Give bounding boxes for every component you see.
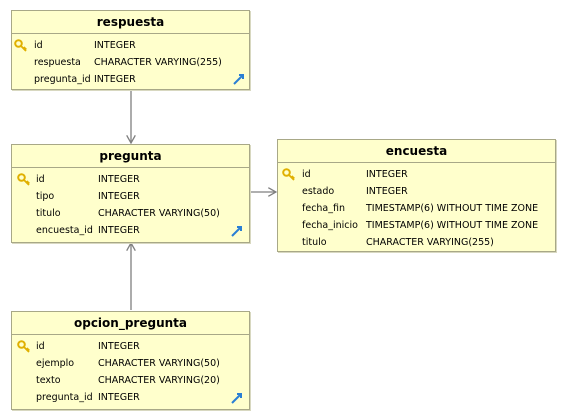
column-row-id[interactable]: id INTEGER	[278, 166, 555, 183]
column-name: id	[36, 341, 45, 352]
table-title: pregunta	[12, 145, 249, 168]
column-type: INTEGER	[98, 341, 140, 352]
column-row-titulo[interactable]: titulo CHARACTER VARYING(255)	[278, 234, 555, 251]
column-type: INTEGER	[366, 169, 408, 180]
column-type: INTEGER	[98, 392, 140, 403]
column-type: TIMESTAMP(6) WITHOUT TIME ZONE	[366, 220, 539, 231]
column-row-tipo[interactable]: tipo INTEGER	[12, 188, 249, 205]
table-opcion-pregunta[interactable]: opcion_pregunta id INTEGER ejemplo CHARA…	[11, 311, 250, 410]
column-row-fecha-fin[interactable]: fecha_fin TIMESTAMP(6) WITHOUT TIME ZONE	[278, 200, 555, 217]
table-respuesta[interactable]: respuesta id INTEGER respuesta CHARACTER…	[11, 10, 250, 90]
column-type: INTEGER	[98, 225, 140, 236]
column-name: id	[36, 174, 45, 185]
column-row-fecha-inicio[interactable]: fecha_inicio TIMESTAMP(6) WITHOUT TIME Z…	[278, 217, 555, 234]
column-name: fecha_inicio	[302, 220, 358, 231]
relation-link-icon[interactable]	[230, 224, 244, 238]
column-name: id	[34, 40, 43, 51]
relation-link-icon[interactable]	[230, 391, 244, 405]
column-row-id[interactable]: id INTEGER	[12, 338, 249, 355]
column-name: titulo	[302, 237, 327, 248]
column-row-texto[interactable]: texto CHARACTER VARYING(20)	[12, 372, 249, 389]
column-row-ejemplo[interactable]: ejemplo CHARACTER VARYING(50)	[12, 355, 249, 372]
column-name: pregunta_id	[34, 74, 91, 85]
column-name: respuesta	[34, 57, 81, 68]
column-type: CHARACTER VARYING(50)	[98, 358, 220, 369]
column-name: titulo	[36, 208, 61, 219]
column-name: estado	[302, 186, 335, 197]
key-icon	[282, 168, 295, 181]
column-row-pregunta-id[interactable]: pregunta_id INTEGER	[12, 71, 249, 88]
column-name: encuesta_id	[36, 225, 93, 236]
column-type: CHARACTER VARYING(255)	[366, 237, 494, 248]
column-row-id[interactable]: id INTEGER	[12, 37, 249, 54]
key-icon	[17, 340, 30, 353]
column-row-titulo[interactable]: titulo CHARACTER VARYING(50)	[12, 205, 249, 222]
column-type: INTEGER	[98, 174, 140, 185]
column-name: id	[302, 169, 311, 180]
column-row-respuesta[interactable]: respuesta CHARACTER VARYING(255)	[12, 54, 249, 71]
table-title: opcion_pregunta	[12, 312, 249, 335]
relation-link-icon[interactable]	[232, 72, 246, 86]
column-type: INTEGER	[366, 186, 408, 197]
column-type: CHARACTER VARYING(255)	[94, 57, 222, 68]
column-name: texto	[36, 375, 61, 386]
table-pregunta[interactable]: pregunta id INTEGER tipo INTEGER titulo …	[11, 144, 250, 243]
column-row-estado[interactable]: estado INTEGER	[278, 183, 555, 200]
column-name: pregunta_id	[36, 392, 93, 403]
column-name: tipo	[36, 191, 55, 202]
column-type: CHARACTER VARYING(20)	[98, 375, 220, 386]
column-type: INTEGER	[94, 40, 136, 51]
column-name: ejemplo	[36, 358, 75, 369]
table-title: respuesta	[12, 11, 249, 34]
key-icon	[17, 173, 30, 186]
column-row-id[interactable]: id INTEGER	[12, 171, 249, 188]
column-type: CHARACTER VARYING(50)	[98, 208, 220, 219]
key-icon	[14, 39, 27, 52]
table-encuesta[interactable]: encuesta id INTEGER estado INTEGER fecha…	[277, 139, 556, 252]
column-row-pregunta-id[interactable]: pregunta_id INTEGER	[12, 389, 249, 406]
table-title: encuesta	[278, 140, 555, 163]
column-name: fecha_fin	[302, 203, 346, 214]
column-type: INTEGER	[94, 74, 136, 85]
column-row-encuesta-id[interactable]: encuesta_id INTEGER	[12, 222, 249, 239]
column-type: TIMESTAMP(6) WITHOUT TIME ZONE	[366, 203, 539, 214]
column-type: INTEGER	[98, 191, 140, 202]
